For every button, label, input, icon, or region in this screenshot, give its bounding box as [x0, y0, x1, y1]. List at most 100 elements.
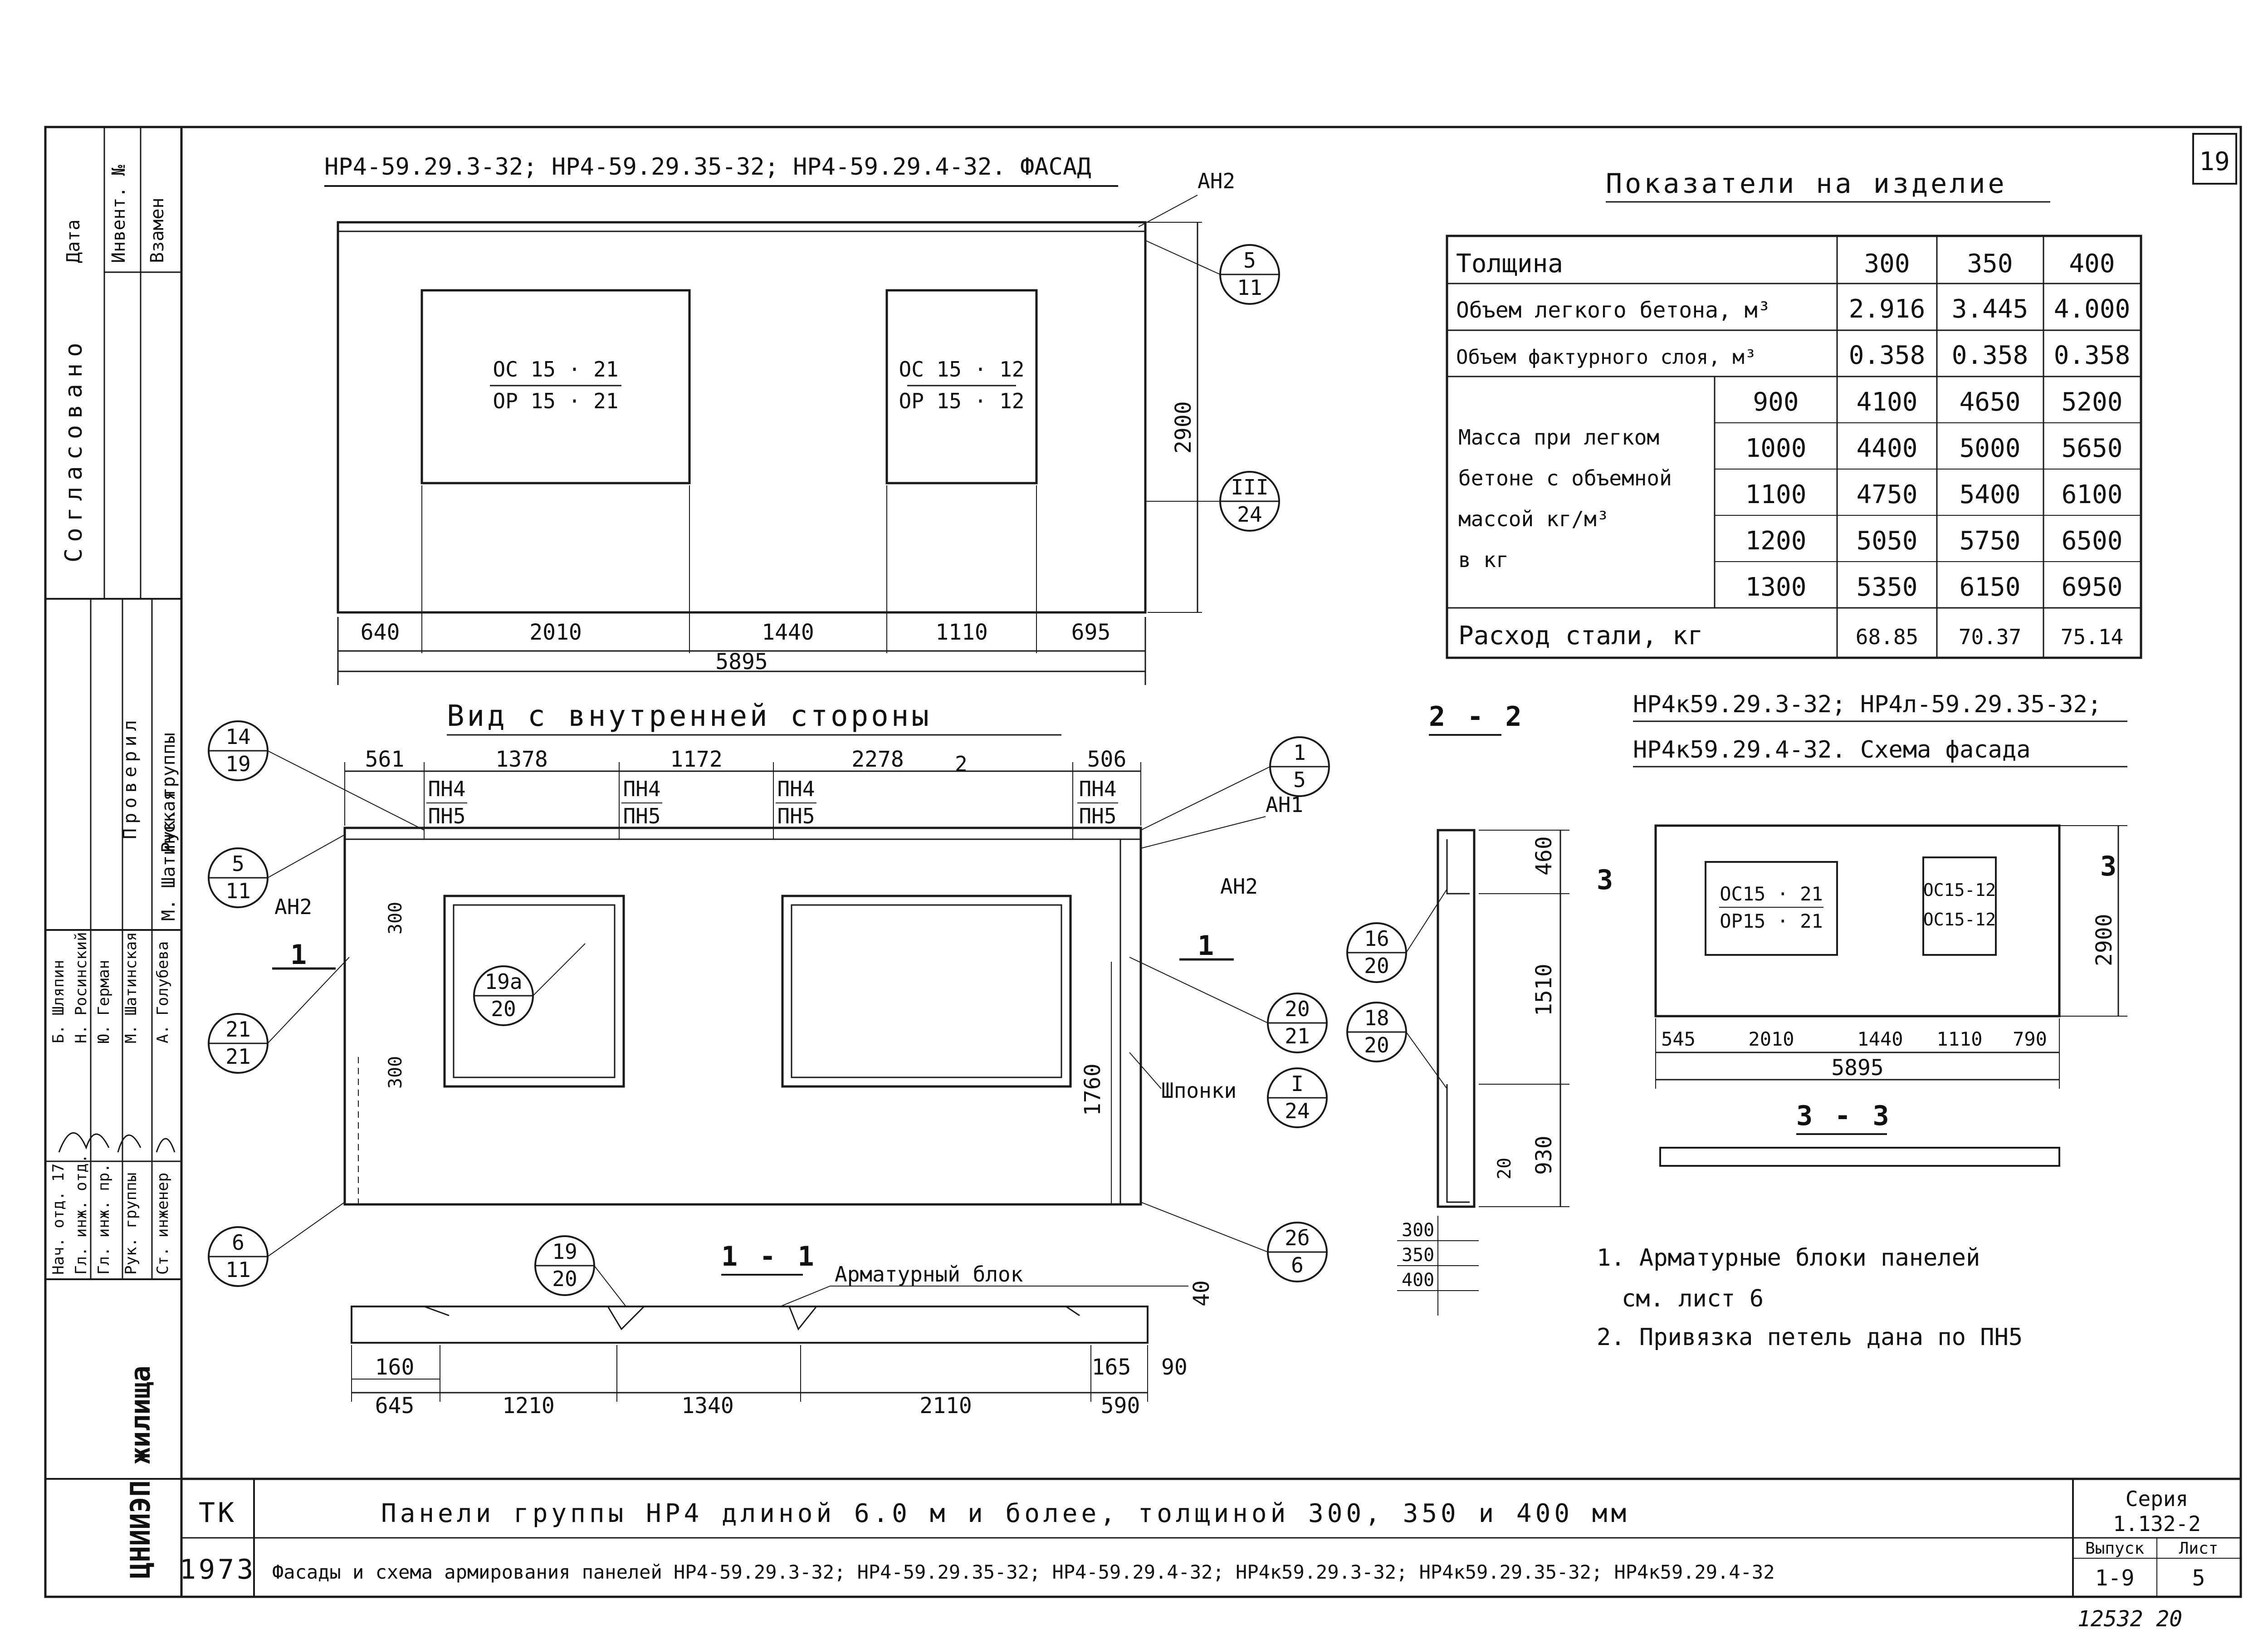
loop-top: ПН4	[623, 777, 660, 801]
facade-scheme: НР4к59.29.3-32; НР4л-59.29.35-32; НР4к59…	[1597, 691, 2127, 1167]
inner-top-dim-3: 1172	[670, 747, 723, 772]
role-5: Ст. инженер	[154, 1173, 172, 1275]
density: 1100	[1745, 480, 1807, 509]
header-date: Дата	[63, 220, 84, 263]
section-3-3-title: 3 - 3	[1796, 1100, 1892, 1132]
steel-400: 75.14	[2061, 625, 2123, 649]
inner-top-dim-5: 506	[1087, 747, 1127, 772]
loop-bottom: ПН5	[623, 804, 660, 828]
inner-window-1	[443, 895, 625, 1088]
callout-top: 14	[225, 724, 250, 749]
density: 1200	[1745, 526, 1807, 556]
facade-dim-2: 2010	[529, 620, 582, 645]
density: 1300	[1745, 572, 1807, 602]
mass-row: 1100 4750 5400 6100	[1745, 480, 2123, 509]
archive-number: 12532 20	[2077, 1606, 2182, 1632]
callout-top: I	[1291, 1071, 1304, 1096]
callout-bottom: 21	[225, 1044, 250, 1069]
loop-label: ПН4 ПН5	[776, 777, 816, 828]
series-value: 1.132-2	[2113, 1512, 2201, 1536]
callout-top: 20	[1285, 997, 1310, 1021]
callout-5-11: 5 11	[208, 834, 345, 908]
sheet-frame	[44, 126, 2242, 1598]
bottom-dim-4: 2110	[919, 1393, 972, 1419]
ruk-group-label: Рук. группы	[158, 733, 179, 853]
indicators-title: Показатели на изделие	[1606, 168, 2007, 200]
facade-panel	[337, 221, 1147, 614]
callout-top: 1	[1293, 740, 1306, 765]
loop-bottom: ПН5	[777, 804, 815, 828]
scheme-window-1-bottom: ОР15 · 21	[1720, 910, 1823, 932]
facing-layer-350: 0.358	[1952, 341, 2028, 370]
scheme-title-2: НР4к59.29.4-32. Схема фасада	[1633, 736, 2031, 763]
facade-title: НР4-59.29.3-32; НР4-59.29.35-32; НР4-59.…	[324, 153, 1091, 181]
mass-value: 4400	[1857, 434, 1918, 463]
facade-window-1	[420, 289, 691, 484]
loop-label: ПН4 ПН5	[621, 777, 662, 828]
v-dim-930: 930	[1531, 1135, 1557, 1175]
callout-21-21: 21 21	[208, 957, 350, 1074]
mass-value: 4100	[1857, 387, 1918, 417]
notes: 1. Арматурные блоки панелей см. лист 6 2…	[1597, 1244, 2023, 1351]
dim-160: 160	[375, 1355, 415, 1380]
callout-20-21: 20 21	[1129, 957, 1328, 1053]
facade-dim-3: 1440	[762, 620, 814, 645]
dim-90: 90	[1161, 1355, 1188, 1380]
header-vzamen: Взамен	[147, 198, 168, 264]
mass-row: 1200 5050 5750 6500	[1745, 526, 2123, 556]
callout-bottom: 24	[1285, 1099, 1310, 1123]
section-1-left: 1	[290, 939, 309, 971]
year-label: 1973	[180, 1554, 256, 1585]
bottom-dim-5: 590	[1101, 1393, 1140, 1419]
checker-name: М. Шатинская	[158, 790, 179, 921]
scheme-dim-3: 1440	[1857, 1028, 1903, 1050]
inner-window-2	[781, 895, 1072, 1088]
role-2: Гл. инж. отд.	[72, 1154, 90, 1275]
facade-window-1-top: ОС 15 · 21	[493, 357, 619, 382]
soglasovano-label: Согласовано	[60, 337, 88, 563]
series-label: Серия	[2126, 1487, 2188, 1511]
facing-layer-400: 0.358	[2054, 341, 2131, 370]
tk-label: ТК	[199, 1497, 237, 1529]
mass-row: 900 4100 4650 5200	[1753, 387, 2122, 417]
mass-row: 1000 4400 5000 5650	[1745, 434, 2123, 463]
sheet-number: 19	[2199, 147, 2229, 176]
facade-an2: АН2	[1198, 169, 1235, 193]
sheet-label: Лист	[2179, 1539, 2219, 1558]
callout-top: 18	[1364, 1006, 1389, 1030]
scheme-dim-4: 1110	[1936, 1028, 1982, 1050]
an2-right-label: АН2	[1220, 874, 1258, 899]
callout-bottom: 20	[552, 1267, 577, 1291]
mass-value: 5400	[1960, 480, 2021, 509]
thickness-list-400: 400	[1402, 1270, 1434, 1291]
note-1-cont: см. лист 6	[1622, 1285, 1764, 1312]
bottom-dim-1: 645	[375, 1393, 415, 1419]
callout-1-5: 1 5	[1140, 736, 1330, 831]
name-5: А. Голубева	[154, 941, 172, 1043]
scheme-window-2-bottom: ОС15-12	[1923, 910, 1996, 930]
loop-bottom: ПН5	[1079, 804, 1116, 828]
callout-top: 5	[1243, 248, 1256, 273]
callout-bottom: 21	[1285, 1024, 1310, 1048]
name-3: Ю. Герман	[95, 960, 113, 1043]
role-4: Рук. группы	[122, 1173, 140, 1275]
callout-bottom: 20	[491, 997, 516, 1021]
bottom-dim-2: 1210	[502, 1393, 555, 1419]
section-1-1: 1 - 1 Арматурный блок 19 20 160 165 90 4…	[351, 1235, 1214, 1419]
callout-top: 6	[232, 1230, 244, 1255]
section-2-2-title: 2 - 2	[1429, 701, 1525, 733]
callout-bottom: 19	[225, 752, 250, 776]
scheme-dim-5: 790	[2013, 1028, 2047, 1050]
issue-label: Выпуск	[2085, 1539, 2144, 1558]
sheet-number-box	[2192, 133, 2237, 185]
note-2: 2. Привязка петель дана по ПН5	[1597, 1324, 2023, 1351]
role-3: Гл. инж. пр.	[95, 1163, 113, 1275]
scheme-dim-2: 2010	[1748, 1028, 1794, 1050]
callout-bottom: 20	[1364, 1033, 1389, 1057]
signatures	[58, 1132, 176, 1153]
mass-row: 1300 5350 6150 6950	[1745, 572, 2123, 602]
mass-value: 5000	[1960, 434, 2021, 463]
facade-dim-4: 1110	[935, 620, 988, 645]
callout-14-19: 14 19	[208, 720, 425, 831]
